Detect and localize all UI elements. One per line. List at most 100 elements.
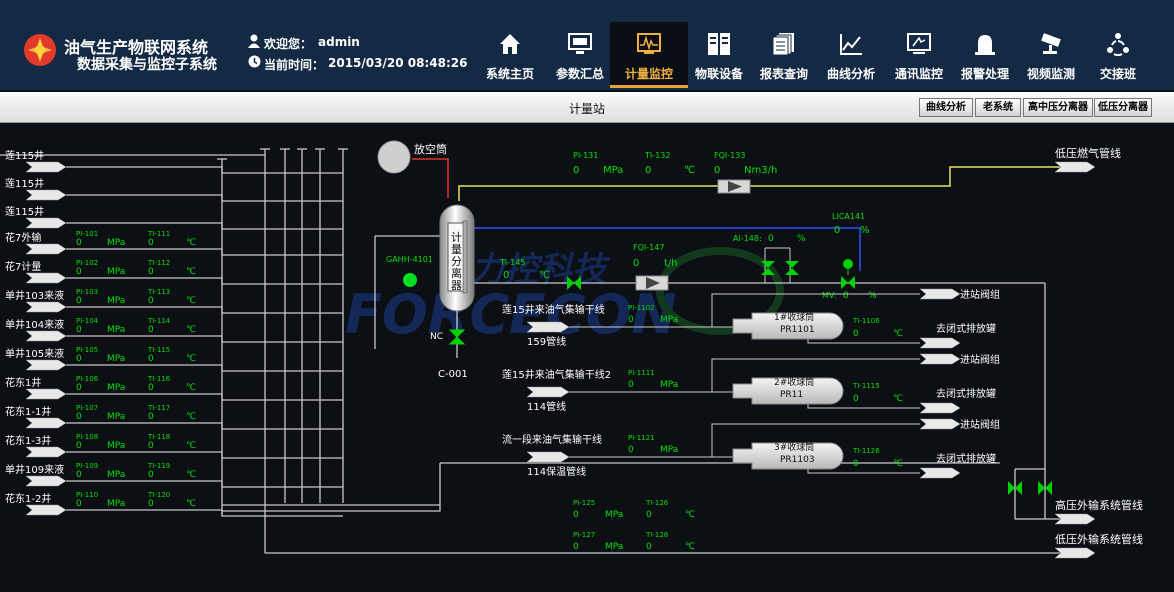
line-chart-icon xyxy=(840,34,862,55)
well-row[interactable]: 莲115井 xyxy=(5,177,67,201)
receiver-name: 1#收球筒 xyxy=(774,311,814,323)
export-pi-value: 0 xyxy=(573,510,579,520)
well-name: 花东1-1井 xyxy=(5,405,51,418)
valve-group-label: 进站阀组 xyxy=(960,288,1000,301)
nav-comms[interactable]: 通讯监控 xyxy=(880,22,958,88)
curve-analysis-button[interactable]: 曲线分析 xyxy=(919,98,973,117)
drain-valve[interactable] xyxy=(448,329,466,345)
export-valve-1[interactable] xyxy=(1008,481,1022,495)
receiver-pi-tag: PI-1121 xyxy=(628,434,655,442)
well-ti-tag: TI-119 xyxy=(147,462,170,470)
nav-shift[interactable]: 交接班 xyxy=(1079,22,1157,88)
well-ti-tag: TI-114 xyxy=(147,317,171,325)
pipe-label: 114管线 xyxy=(527,400,566,413)
separator-inlet-pipe xyxy=(374,235,440,349)
pig-receiver-vessel xyxy=(732,312,844,340)
metering-separator[interactable] xyxy=(439,204,475,312)
nav-devices[interactable]: 物联设备 xyxy=(680,22,758,88)
nav-params[interactable]: 参数汇总 xyxy=(541,22,619,88)
well-ti-value: 0 xyxy=(148,325,154,335)
nav-home[interactable]: 系统主页 xyxy=(471,22,549,88)
well-name: 花东1-2井 xyxy=(5,492,51,505)
bypass-valve-2[interactable] xyxy=(785,261,799,275)
valve-group-label: 进站阀组 xyxy=(960,418,1000,431)
well-ti-unit: ℃ xyxy=(186,238,196,248)
liquid-flowmeter[interactable] xyxy=(635,275,669,291)
well-pi-value: 0 xyxy=(76,441,82,451)
username[interactable]: admin xyxy=(318,35,360,49)
export-valve-2[interactable] xyxy=(1038,481,1052,495)
liquid-valve[interactable] xyxy=(567,276,581,290)
export-loop xyxy=(1014,468,1060,520)
well-inlet-arrow xyxy=(25,417,67,429)
well-ti-value: 0 xyxy=(148,383,154,393)
hp-separator-button[interactable]: 高中压分离器 xyxy=(1023,98,1093,117)
sub-toolbar: 计量站 曲线分析 老系统 高中压分离器 低压分离器 xyxy=(0,92,1174,123)
closed-drain-arrow xyxy=(919,337,961,349)
receiver-name: 2#收球筒 xyxy=(774,376,814,388)
nav-video[interactable]: 视频监测 xyxy=(1012,22,1090,88)
well-pi-value: 0 xyxy=(76,267,82,277)
well-row[interactable]: 莲115井 xyxy=(5,149,67,173)
well-inlet-arrow xyxy=(25,359,67,371)
level-signal-line xyxy=(472,227,861,271)
well-pi-unit: MPa xyxy=(107,267,125,277)
export-ti-value: 0 xyxy=(646,542,652,552)
gas-fq-tag: FQI-133 xyxy=(714,151,745,160)
trunk-inlet-arrow xyxy=(526,386,570,398)
ai-label: AI-148: xyxy=(733,234,762,243)
mv-unit: % xyxy=(868,291,877,301)
liquid-fq-tag: FQI-147 xyxy=(633,243,664,252)
lp-separator-button[interactable]: 低压分离器 xyxy=(1094,98,1152,117)
receiver-pi-unit: MPa xyxy=(660,380,678,390)
nav-reports[interactable]: 报表查询 xyxy=(745,22,823,88)
subsystem-title: 数据采集与监控子系统 xyxy=(77,57,217,73)
receiver-pi-value: 0 xyxy=(628,315,634,325)
well-pi-unit: MPa xyxy=(107,354,125,364)
well-inlet-arrow xyxy=(25,243,67,255)
well-ti-unit: ℃ xyxy=(186,499,196,509)
well-pi-tag: PI-105 xyxy=(76,346,98,354)
well-inlet-arrow xyxy=(25,161,67,173)
export-ti-tag: TI-126 xyxy=(645,499,669,507)
well-name: 花东1井 xyxy=(5,376,41,389)
gas-flowmeter[interactable] xyxy=(717,179,751,194)
nav-metering[interactable]: 计量监控 xyxy=(610,22,688,88)
nav-curves[interactable]: 曲线分析 xyxy=(812,22,890,88)
level-control-valve[interactable] xyxy=(841,259,855,289)
well-ti-tag: TI-113 xyxy=(147,288,170,296)
closed-drain-label: 去闭式排放罐 xyxy=(936,452,996,465)
well-row[interactable]: 莲115井 xyxy=(5,205,67,229)
vent-stack xyxy=(377,140,411,174)
receiver-ti-unit: ℃ xyxy=(893,394,903,404)
well-pi-value: 0 xyxy=(76,238,82,248)
separator-label-char: 器 xyxy=(451,279,462,292)
well-ti-value: 0 xyxy=(148,296,154,306)
receiver-code: PR1101 xyxy=(780,325,815,335)
watermark: 力控科技 FORCECON xyxy=(345,247,784,346)
nav-alarms[interactable]: 报警处理 xyxy=(946,22,1024,88)
well-pi-value: 0 xyxy=(76,325,82,335)
well-inlet-arrow xyxy=(25,446,67,458)
old-system-button[interactable]: 老系统 xyxy=(975,98,1021,117)
bypass-valve-1[interactable] xyxy=(761,261,775,275)
well-name: 单井105来液 xyxy=(5,347,64,360)
well-inlet-arrow xyxy=(25,272,67,284)
receiver-ti-tag: TI-1126 xyxy=(852,447,880,455)
well-pi-tag: PI-108 xyxy=(76,433,98,441)
